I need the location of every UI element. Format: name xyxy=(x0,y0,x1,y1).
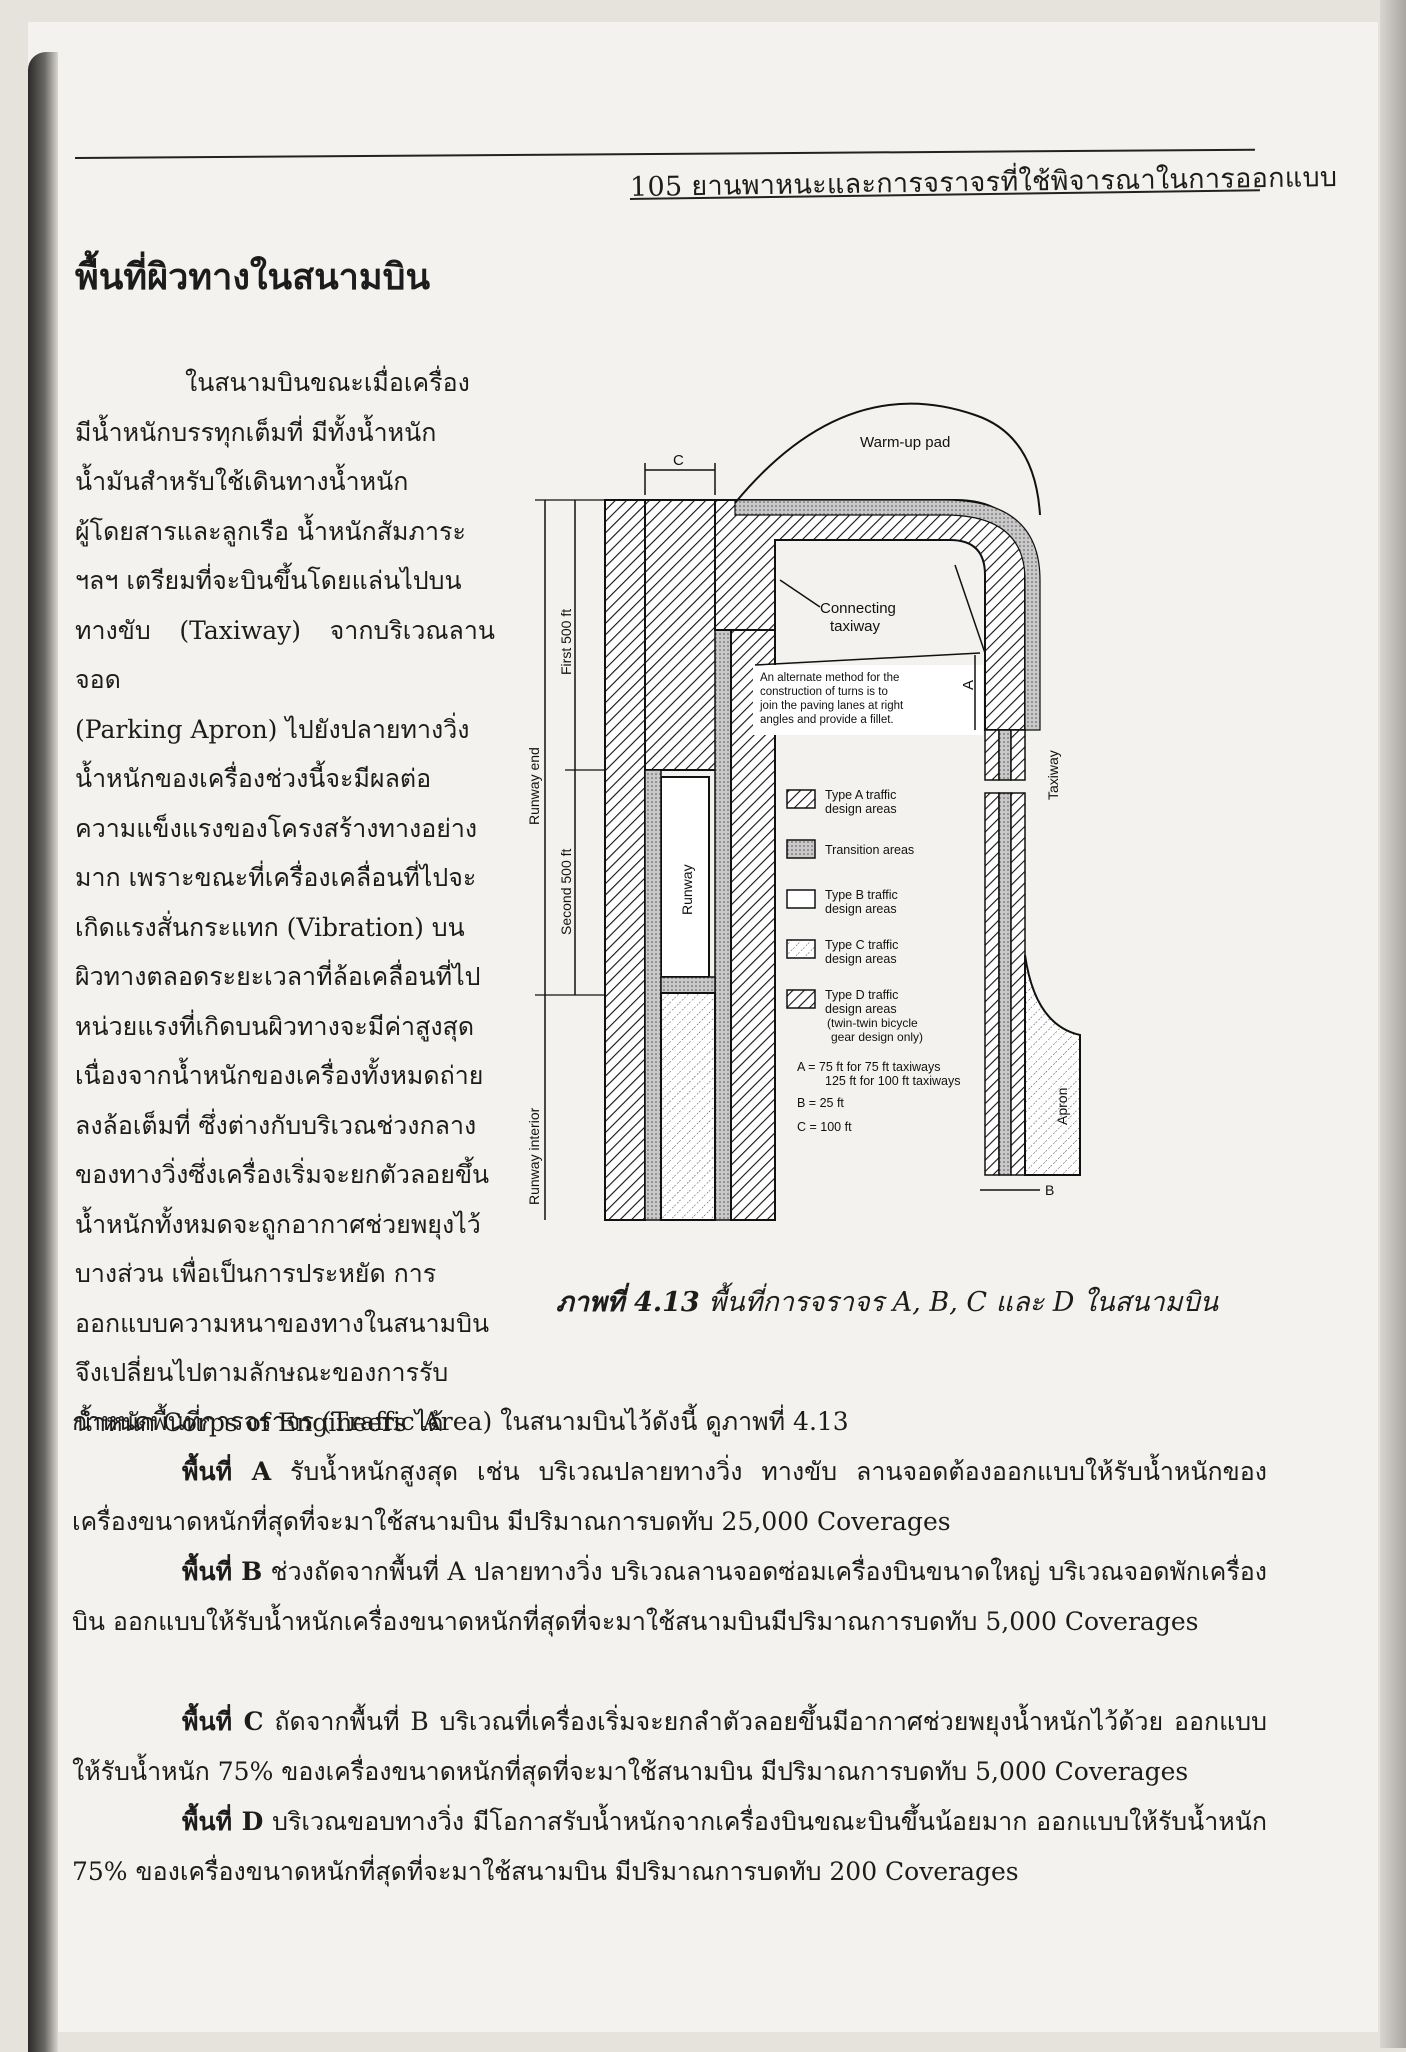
intro-line: เนื่องจากน้ำหนักของเครื่องทั้งหมดถ่าย xyxy=(75,1061,484,1090)
book-spine-shadow xyxy=(28,52,58,2052)
apron-area xyxy=(1024,954,1081,1176)
caption-number: ภาพที่ 4.13 xyxy=(556,1287,700,1318)
taxiway-lower-right xyxy=(1010,792,1026,1176)
runway-transition-band xyxy=(660,976,716,994)
intro-tail: กำหนดพื้นที่การจราจร (Traffic Area) ในสน… xyxy=(72,1407,849,1436)
section-title: พื้นที่ผิวทางในสนามบิน xyxy=(75,256,431,298)
alternate-leader xyxy=(754,652,981,666)
figure-caption: ภาพที่ 4.13 พื้นที่การจราจร A, B, C และ … xyxy=(556,1280,1218,1323)
area-a-text: รับน้ำหนักสูงสุด เช่น บริเวณปลายทางวิ่ง … xyxy=(72,1457,1267,1536)
intro-line: ผิวทางตลอดระยะเวลาที่ล้อเคลื่อนที่ไป xyxy=(75,962,481,991)
warmup-pad xyxy=(734,402,1041,516)
caption-text: พื้นที่การจราจร A, B, C และ D ในสนามบิน xyxy=(708,1287,1219,1318)
intro-line: หน่วยแรงที่เกิดบนผิวทางจะมีค่าสูงสุด xyxy=(75,1011,475,1041)
intro-line: จึงเปลี่ยนไปตามลักษณะของการรับ xyxy=(75,1358,449,1387)
note-b: B = 25 ft xyxy=(797,1096,844,1110)
legend-b-2: design areas xyxy=(825,902,897,916)
transition-strip xyxy=(714,629,732,1221)
intro-line: น้ำหนักทั้งหมดจะถูกอากาศช่วยพยุงไว้ xyxy=(75,1209,481,1239)
area-b-paragraph: พื้นที่ B ช่วงถัดจากพื้นที่ A ปลายทางวิ่… xyxy=(72,1547,1267,1647)
dim-a-label: A xyxy=(960,680,977,690)
intro-line: ของทางวิ่งซึ่งเครื่องเริ่มจะยกตัวลอยขึ้น xyxy=(75,1160,490,1189)
connecting-label-2: taxiway xyxy=(830,618,881,635)
taxiway-transition-band xyxy=(734,499,1041,731)
first-500-label: First 500 ft xyxy=(558,609,574,675)
taxiway-lower-left xyxy=(984,792,1000,1176)
note-c: C = 100 ft xyxy=(797,1120,852,1134)
intro-line: ฯลฯ เตรียมที่จะบินขึ้นโดยแล่นไปบน xyxy=(75,566,462,595)
taxiway-lower-mid xyxy=(998,792,1012,1176)
area-d-label: พื้นที่ D xyxy=(182,1807,264,1836)
legend-d-2: design areas xyxy=(825,1002,897,1016)
runway-transition-left xyxy=(644,769,662,1221)
alternate-note-4: angles and provide a fillet. xyxy=(760,714,894,726)
taxiway-strip-right xyxy=(1010,729,1026,781)
legend-swatch-d xyxy=(786,989,816,1009)
legend-swatch-c xyxy=(786,939,816,959)
intro-line: ทางขับ (Taxiway) จากบริเวณลานจอด xyxy=(75,615,495,695)
area-a-label: พื้นที่ A xyxy=(182,1457,272,1486)
runway-edge-strip xyxy=(604,499,646,1221)
intro-line: บางส่วน เพื่อเป็นการประหยัด การ xyxy=(75,1259,437,1288)
area-b-text: ช่วงถัดจากพื้นที่ A ปลายทางวิ่ง บริเวณลา… xyxy=(72,1557,1267,1636)
intro-line: น้ำมันสำหรับใช้เดินทางน้ำหนัก xyxy=(75,467,409,496)
alternate-note-2: construction of turns is to xyxy=(760,686,888,698)
alternate-note-3: join the paving lanes at right xyxy=(759,700,904,712)
legend-c-2: design areas xyxy=(825,952,897,966)
legend-d-1: Type D traffic xyxy=(825,988,898,1002)
intro-line: เกิดแรงสั่นกระแทก (Vibration) บน xyxy=(75,912,465,942)
taxiway-label: Taxiway xyxy=(1045,750,1061,800)
area-c-paragraph: พื้นที่ C ถัดจากพื้นที่ B บริเวณที่เครื่… xyxy=(72,1697,1267,1797)
intro-line: มีน้ำหนักบรรทุกเต็มที่ มีทั้งน้ำหนัก xyxy=(75,417,437,447)
dim-c-label: C xyxy=(673,452,684,469)
intro-line: ผู้โดยสารและลูกเรือ น้ำหนักสัมภาระ xyxy=(75,516,466,546)
intro-paragraph: ในสนามบินขณะเมื่อเครื่อง มีน้ำหนักบรรทุก… xyxy=(75,358,495,1447)
area-a-paragraph: พื้นที่ A รับน้ำหนักสูงสุด เช่น บริเวณปล… xyxy=(72,1447,1267,1547)
legend-swatch-b xyxy=(786,889,816,909)
note-a-2: 125 ft for 100 ft taxiways xyxy=(825,1074,961,1088)
second-500-label: Second 500 ft xyxy=(558,848,574,935)
traffic-area-diagram: Runway Warm-up pad Taxiway Apron Connect… xyxy=(526,402,1081,1221)
warmup-label: Warm-up pad xyxy=(860,434,950,451)
dim-b-label: B xyxy=(1045,1182,1054,1198)
legend-swatch-transition xyxy=(786,839,816,859)
intro-line: ลงล้อเต็มที่ ซึ่งต่างกับบริเวณช่วงกลาง xyxy=(75,1110,477,1140)
legend-a-1: Type A traffic xyxy=(825,788,896,802)
taxiway-strip-mid xyxy=(998,729,1012,781)
connecting-leader xyxy=(779,579,821,608)
apron-label: Apron xyxy=(1054,1088,1070,1125)
alternate-note-box xyxy=(753,665,983,735)
runway-label: Runway xyxy=(679,864,695,915)
intro-line: น้ำหนัก Corps of Engineers ได้ xyxy=(75,1407,444,1437)
page-edge xyxy=(1380,0,1406,2048)
alternate-note-1: An alternate method for the xyxy=(760,672,899,684)
legend-d-4: gear design only) xyxy=(831,1030,923,1044)
intro-line: น้ำหนักของเครื่องช่วงนี้จะมีผลต่อ xyxy=(75,764,432,793)
legend-swatch-a xyxy=(786,789,816,809)
legend-d-3: (twin-twin bicycle xyxy=(827,1016,918,1030)
intro-line: มาก เพราะขณะที่เครื่องเคลื่อนที่ไปจะ xyxy=(75,863,477,892)
area-d-paragraph: พื้นที่ D บริเวณขอบทางวิ่ง มีโอกาสรับน้ำ… xyxy=(72,1797,1267,1897)
intro-line: ในสนามบินขณะเมื่อเครื่อง xyxy=(185,368,470,397)
runway-type-c xyxy=(660,992,716,1221)
legend-c-1: Type C traffic xyxy=(825,938,898,952)
runway-end-label: Runway end xyxy=(526,747,542,825)
alternate-leader-2 xyxy=(954,564,986,654)
area-d-text: บริเวณขอบทางวิ่ง มีโอกาสรับน้ำหนักจากเคร… xyxy=(72,1807,1268,1886)
area-c-text: ถัดจากพื้นที่ B บริเวณที่เครื่องเริ่มจะย… xyxy=(72,1707,1267,1786)
connecting-label-1: Connecting xyxy=(820,600,896,617)
legend-a-2: design areas xyxy=(825,802,897,816)
runway-interior-label: Runway interior xyxy=(526,1107,542,1205)
intro-line: ออกแบบความหนาของทางในสนามบิน xyxy=(75,1308,490,1338)
taxiway-strip-left xyxy=(984,729,1000,781)
legend: Type A traffic design areas Transition a… xyxy=(786,788,961,1134)
note-a-1: A = 75 ft for 75 ft taxiways xyxy=(797,1060,940,1074)
area-c-label: พื้นที่ C xyxy=(182,1707,264,1736)
area-b-label: พื้นที่ B xyxy=(182,1557,263,1586)
legend-b-1: Type B traffic xyxy=(825,888,898,902)
intro-line: (Parking Apron) ไปยังปลายทางวิ่ง xyxy=(75,714,470,744)
legend-transition: Transition areas xyxy=(825,843,914,857)
intro-line: ความแข็งแรงของโครงสร้างทางอย่าง xyxy=(75,813,478,843)
